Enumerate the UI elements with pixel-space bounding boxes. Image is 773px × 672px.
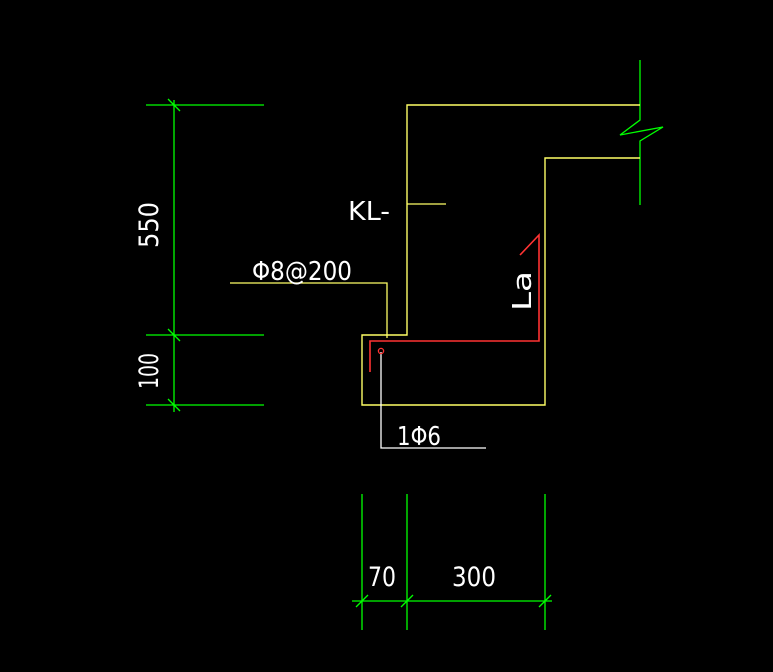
anchorage-label: La	[508, 271, 538, 311]
vertical-dimension	[146, 98, 264, 412]
beam-label: KL-	[348, 197, 390, 227]
dim-tick-top	[167, 98, 181, 112]
dim-tick-bottom	[167, 398, 181, 412]
beam-outline	[361, 104, 640, 406]
horizontal-dimension	[352, 494, 552, 630]
bar-label: 1Φ6	[397, 422, 441, 452]
bar-leader	[380, 352, 486, 449]
dim-tick-right	[538, 594, 552, 608]
dimension-550: 550	[134, 202, 165, 248]
leader-lines	[230, 203, 486, 449]
stirrup-leader	[230, 282, 388, 338]
longitudinal-bar	[377, 347, 385, 355]
break-line	[619, 60, 664, 205]
anchorage-bar	[369, 232, 540, 372]
dim-tick-middle	[400, 594, 414, 608]
dim-tick-left	[355, 594, 369, 608]
dimension-100: 100	[134, 353, 165, 389]
rebar	[369, 232, 540, 372]
dim-tick-mid	[167, 328, 181, 342]
dimension-70: 70	[368, 562, 396, 593]
outline-outer	[361, 104, 640, 406]
stirrup-label: Φ8@200	[252, 257, 352, 287]
dimension-300: 300	[452, 562, 496, 593]
